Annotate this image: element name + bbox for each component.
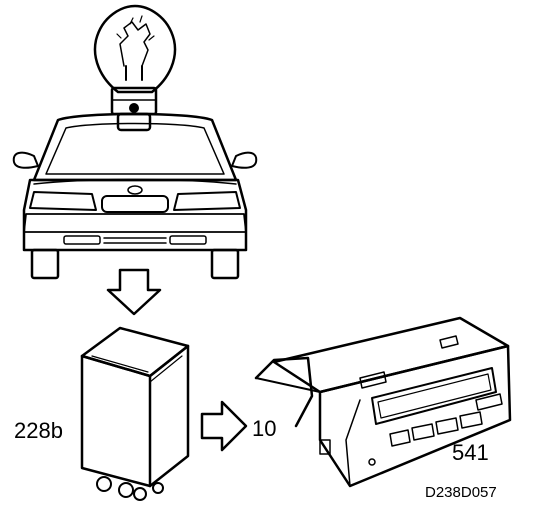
display-unit-label: 541 (452, 440, 489, 465)
car-front-icon (12, 112, 258, 280)
light-bulb-icon (93, 4, 177, 132)
drawing-code-label: D238D057 (425, 484, 497, 501)
information-display-icon (254, 316, 512, 488)
relay-block-icon (80, 326, 190, 501)
relay-label: 228b (14, 418, 63, 443)
arrow-right-icon (200, 400, 248, 452)
pin-label: 10 (252, 416, 277, 441)
arrow-down-icon (106, 268, 162, 316)
